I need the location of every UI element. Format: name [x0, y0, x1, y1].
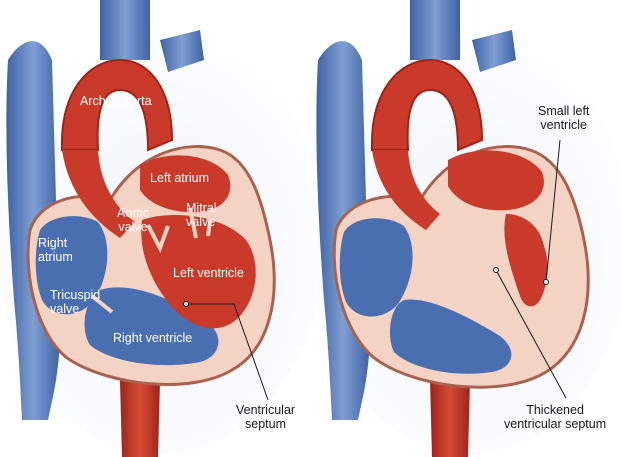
arch-of-aorta — [60, 58, 174, 152]
vein-top — [100, 0, 150, 60]
label-aortic-valve: Aortic valve — [117, 206, 149, 234]
label-left-ventricle: Left ventricle — [173, 266, 244, 280]
thick-septum-leader-line — [495, 269, 567, 399]
label-left-atrium: Left atrium — [150, 171, 210, 185]
label-right-atrium: Right atrium — [38, 236, 73, 264]
right-atrium-right — [339, 218, 413, 317]
tricuspid-valve — [90, 294, 114, 314]
descending-aorta-right — [430, 380, 470, 457]
descending-aorta — [120, 380, 160, 457]
left-atrium-right — [448, 150, 544, 211]
ascending-aorta — [62, 150, 135, 238]
mitral-valve — [188, 207, 214, 239]
aorta-right — [370, 58, 484, 152]
small-lv-leader-line — [545, 139, 561, 283]
right-atrium — [35, 216, 108, 315]
label-tricuspid-valve: Tricuspid valve — [50, 288, 101, 316]
normal-heart — [0, 0, 325, 457]
label-arch-of-aorta: Arch of aorta — [80, 94, 152, 108]
label-thickened-ventricular-septum: Thickened ventricular septum — [504, 403, 607, 431]
label-small-left-ventricle: Small left ventricle — [538, 104, 590, 132]
label-right-ventricle: Right ventricle — [113, 331, 193, 345]
pulmonary-vein-right — [472, 30, 516, 72]
aortic-valve — [146, 224, 170, 253]
label-mitral-valve: Mitral valve — [186, 201, 217, 229]
label-ventricular-septum: Ventricular septum — [236, 403, 296, 431]
left-ventricle — [141, 214, 256, 329]
hypertrophic-heart — [310, 0, 622, 457]
septum-leader-dot — [183, 301, 189, 307]
right-ventricle — [84, 287, 219, 366]
septum-leader-line — [186, 303, 269, 401]
pulmonary-vein — [160, 30, 204, 72]
thick-septum-leader-dot — [493, 267, 499, 273]
small-left-ventricle — [504, 214, 548, 307]
left-atrium — [140, 155, 231, 213]
small-lv-leader-dot — [543, 279, 549, 285]
vein-top-right — [410, 0, 460, 60]
right-ventricle-right — [389, 299, 512, 374]
ascending-aorta-right — [372, 150, 440, 230]
